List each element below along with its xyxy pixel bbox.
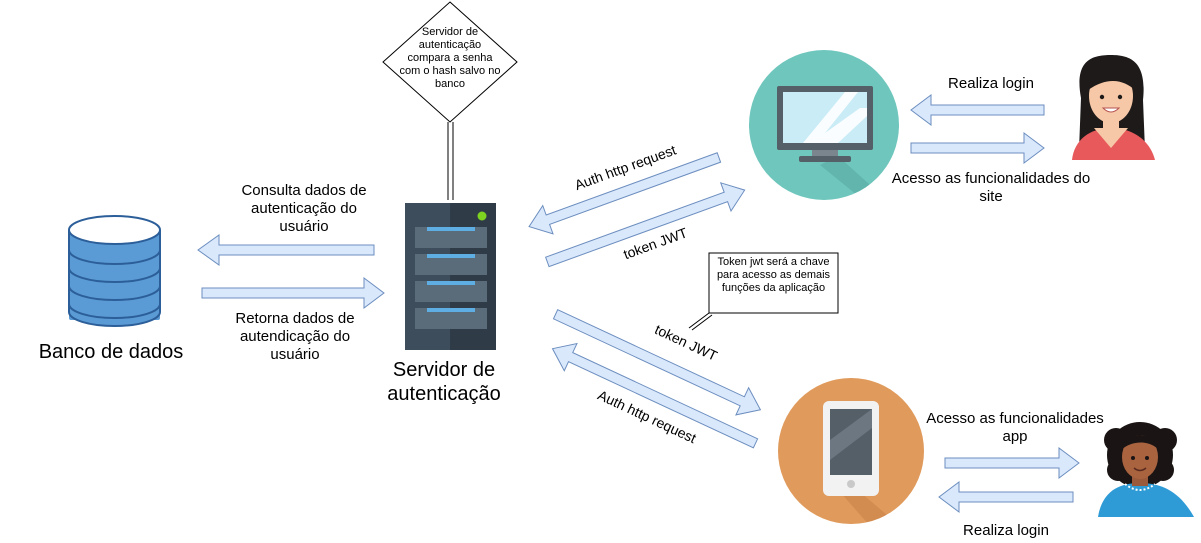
callout-connector	[688, 312, 713, 331]
arrow-web-to-server	[528, 152, 722, 235]
decision-diamond	[382, 1, 518, 200]
label-app-access: Acesso as funcionalidades app	[926, 410, 1104, 445]
arrow-user2-login	[938, 481, 1074, 513]
label-app-login: Realiza login	[963, 522, 1049, 539]
label-web-access: Acesso as funcionalidades do site	[891, 170, 1091, 205]
label-query-auth: Consulta dados de autenticação do usuári…	[241, 182, 367, 235]
database-icon	[68, 215, 161, 327]
server-icon	[405, 203, 496, 350]
arrow-user1-login	[910, 94, 1045, 126]
monitor-icon	[749, 50, 899, 200]
node-database-label: Banco de dados	[38, 341, 184, 363]
label-app-token: token JWT	[652, 321, 720, 364]
decision-note: Servidor de autenticação compara a senha…	[399, 26, 501, 90]
arrow-user2-access	[944, 447, 1080, 479]
callout-box	[708, 252, 839, 314]
label-web-login: Realiza login	[948, 75, 1034, 92]
callout-note: Token jwt será a chave para acesso as de…	[716, 256, 831, 294]
woman-user-app-avatar	[1098, 422, 1194, 517]
arrow-server-to-web	[544, 182, 746, 268]
arrow-user1-access	[910, 132, 1045, 164]
node-auth-server-label: Servidor de autenticação	[387, 359, 501, 405]
label-return-auth: Retorna dados de autendicação do usuário	[235, 310, 355, 363]
arrow-server-to-app	[552, 309, 762, 416]
phone-icon	[778, 378, 924, 524]
woman-user-web-avatar	[1072, 55, 1155, 160]
label-web-request: Auth http request	[572, 142, 678, 194]
arrow-app-to-server	[551, 342, 759, 449]
arrow-db-to-server	[201, 277, 385, 309]
arrow-server-to-db	[197, 234, 375, 266]
